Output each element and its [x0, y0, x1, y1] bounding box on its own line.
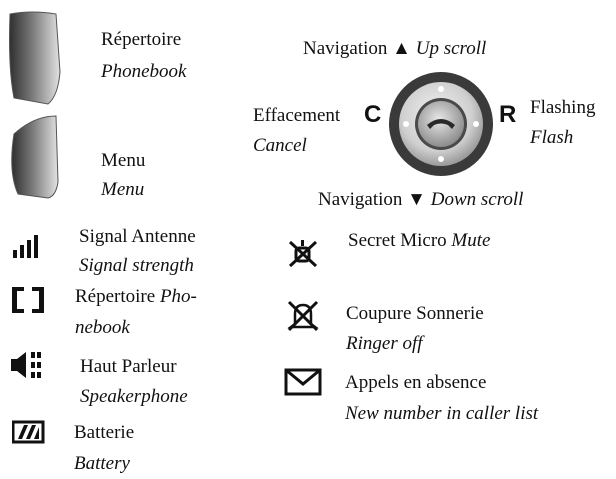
navigation-wheel[interactable]: [386, 69, 496, 179]
phonebook-icon: [12, 287, 44, 313]
phonebook-icon-label-en-1: Pho-: [159, 286, 197, 307]
phonebook-key-label-fr: Répertoire: [101, 29, 182, 50]
missed-label-en: New number in caller list: [345, 403, 539, 424]
signal-label-en: Signal strength: [79, 255, 194, 276]
speakerphone-icon: [11, 352, 41, 378]
missed-call-envelope-icon: [284, 368, 322, 396]
nav-down-label-en: Down scroll: [430, 189, 524, 210]
menu-softkey-icon: [11, 115, 59, 199]
ringer-off-icon: [287, 300, 319, 332]
flash-label-fr: Flashing: [530, 97, 596, 118]
speaker-label-fr: Haut Parleur: [80, 356, 177, 377]
phonebook-key-label-en: Phonebook: [101, 61, 187, 82]
flash-label-en: Flash: [530, 127, 574, 148]
nav-down-label-fr: Navigation ▼: [318, 189, 431, 210]
flash-key-r[interactable]: R: [499, 101, 517, 128]
mute-label: Secret Micro Mute: [348, 228, 490, 253]
cancel-key-c[interactable]: C: [364, 101, 382, 128]
phonebook-icon-label-en-2: nebook: [75, 317, 130, 338]
signal-strength-icon: [13, 235, 38, 258]
ringer-label-en: Ringer off: [346, 333, 423, 354]
speaker-label-en: Speakerphone: [80, 386, 188, 407]
mute-microphone-icon: [288, 240, 318, 268]
signal-label-fr: Signal Antenne: [79, 226, 196, 247]
battery-label-en: Battery: [74, 453, 130, 474]
battery-icon: [12, 420, 45, 444]
phonebook-softkey-icon: [9, 11, 61, 105]
mute-label-fr: Secret Micro: [348, 230, 452, 251]
menu-key-label-fr: Menu: [101, 150, 146, 171]
phonebook-icon-label-fr: Répertoire: [75, 286, 160, 307]
nav-down-label: Navigation ▼ Down scroll: [318, 187, 523, 212]
ringer-label-fr: Coupure Sonnerie: [346, 303, 484, 324]
nav-up-label-fr: Navigation ▲: [303, 38, 416, 59]
mute-label-en: Mute: [451, 230, 491, 251]
missed-label-fr: Appels en absence: [345, 372, 487, 393]
cancel-label-en: Cancel: [253, 135, 307, 156]
nav-up-label-en: Up scroll: [415, 38, 487, 59]
menu-key-label-en: Menu: [101, 179, 145, 200]
nav-up-label: Navigation ▲ Up scroll: [303, 36, 486, 61]
battery-label-fr: Batterie: [74, 422, 135, 443]
phonebook-icon-label-line1: Répertoire Pho-: [75, 284, 197, 309]
cancel-label-fr: Effacement: [253, 105, 341, 126]
